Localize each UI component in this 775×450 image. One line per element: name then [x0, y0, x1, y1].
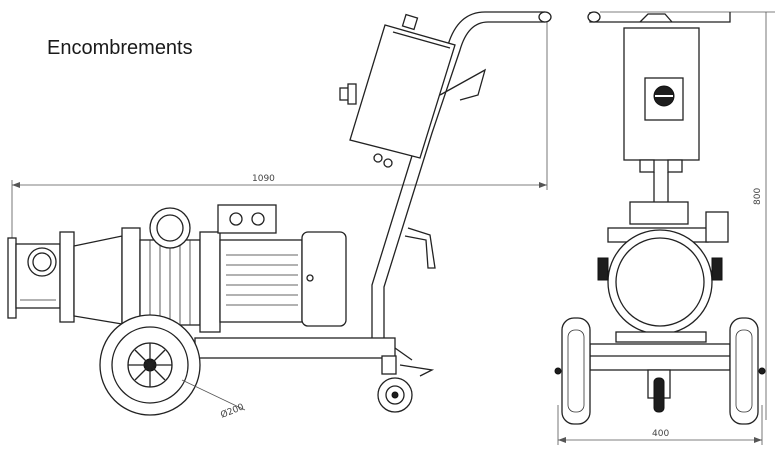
- pump-inlet: [7, 231, 123, 325]
- front-axle: [589, 343, 731, 413]
- height-label: 800: [753, 188, 763, 205]
- width-label: 400: [652, 429, 669, 439]
- front-pump: [597, 201, 729, 343]
- front-wheel-left: [554, 317, 591, 425]
- page-title: Encombrements: [47, 37, 193, 59]
- side-view: 1090: [7, 11, 552, 421]
- height-dimension: 800: [600, 11, 775, 420]
- electric-motor: [217, 204, 347, 327]
- length-dimension: 1090: [11, 20, 548, 245]
- length-label: 1090: [252, 174, 275, 184]
- front-wheel-right: [729, 317, 766, 425]
- front-control-box: [623, 27, 700, 202]
- width-dimension: 400: [557, 405, 763, 445]
- pump-body: [121, 207, 221, 334]
- castor-wheel: [377, 355, 413, 413]
- front-view: 800: [554, 11, 775, 445]
- control-box: [339, 13, 456, 168]
- large-wheel: Ø200: [99, 314, 246, 421]
